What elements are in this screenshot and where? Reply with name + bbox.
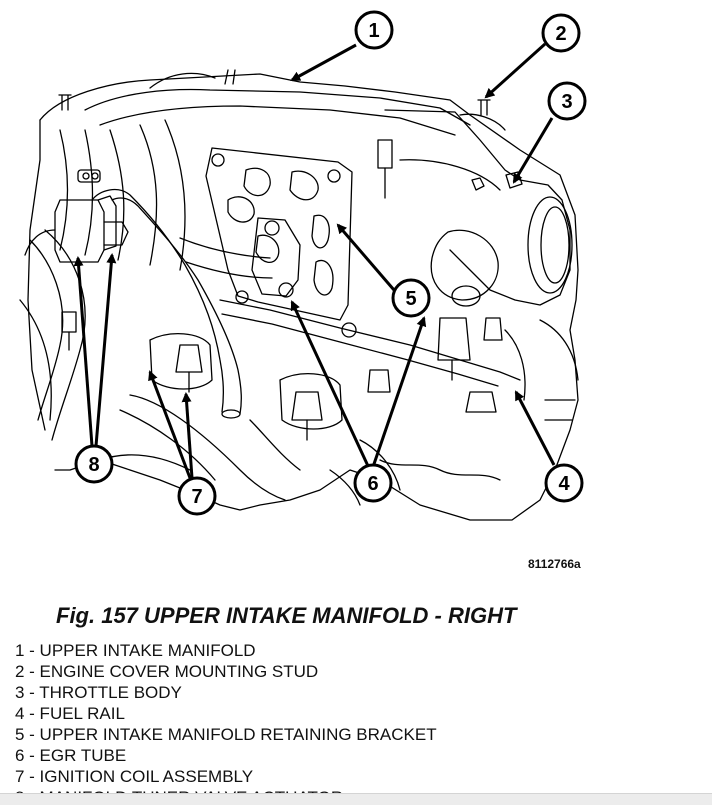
leader-2 xyxy=(484,42,547,99)
callout-3: 3 xyxy=(547,81,587,121)
legend-item: 2 - ENGINE COVER MOUNTING STUD xyxy=(15,662,319,681)
legend-item: 4 - FUEL RAIL xyxy=(15,704,125,723)
callout-label-2: 2 xyxy=(555,23,566,45)
legend-item: 3 - THROTTLE BODY xyxy=(15,683,182,702)
parts-legend: 1 - UPPER INTAKE MANIFOLD 2 - ENGINE COV… xyxy=(15,640,437,808)
leader-6a xyxy=(290,300,370,467)
legend-item: 6 - EGR TUBE xyxy=(15,746,127,765)
callout-label-1: 1 xyxy=(368,20,379,42)
callout-label-4: 4 xyxy=(558,473,570,495)
callout-4: 4 xyxy=(544,463,584,503)
leader-6b xyxy=(372,316,427,465)
horizontal-scrollbar[interactable] xyxy=(0,793,712,805)
engine-line-art xyxy=(19,69,579,521)
legend-item: 7 - IGNITION COIL ASSEMBLY xyxy=(15,767,254,786)
leader-8b xyxy=(94,253,117,447)
figure-code: 8112766a xyxy=(528,557,581,571)
callout-label-7: 7 xyxy=(191,486,202,508)
leader-7b xyxy=(148,370,192,479)
callout-label-5: 5 xyxy=(405,288,416,310)
legend-item: 1 - UPPER INTAKE MANIFOLD xyxy=(15,641,256,660)
leader-8a xyxy=(73,256,94,447)
leader-3 xyxy=(512,117,554,184)
callouts: 1 2 3 4 5 6 7 8 xyxy=(74,10,587,516)
callout-leaders xyxy=(73,42,556,479)
callout-8: 8 xyxy=(74,444,114,484)
engine-diagram: 1 2 3 4 5 6 7 8 xyxy=(19,10,587,521)
callout-1: 1 xyxy=(354,10,394,50)
callout-2: 2 xyxy=(541,13,581,53)
callout-5: 5 xyxy=(391,278,431,318)
callout-label-3: 3 xyxy=(561,91,572,113)
callout-label-8: 8 xyxy=(88,454,99,476)
figure-caption: Fig. 157 UPPER INTAKE MANIFOLD - RIGHT xyxy=(56,603,517,628)
callout-6: 6 xyxy=(353,463,393,503)
callout-7: 7 xyxy=(177,476,217,516)
leader-5 xyxy=(336,223,396,291)
leader-4 xyxy=(514,390,556,466)
leader-1 xyxy=(290,43,357,82)
leader-7a xyxy=(181,392,194,479)
legend-item: 5 - UPPER INTAKE MANIFOLD RETAINING BRAC… xyxy=(15,725,437,744)
callout-label-6: 6 xyxy=(367,473,378,495)
